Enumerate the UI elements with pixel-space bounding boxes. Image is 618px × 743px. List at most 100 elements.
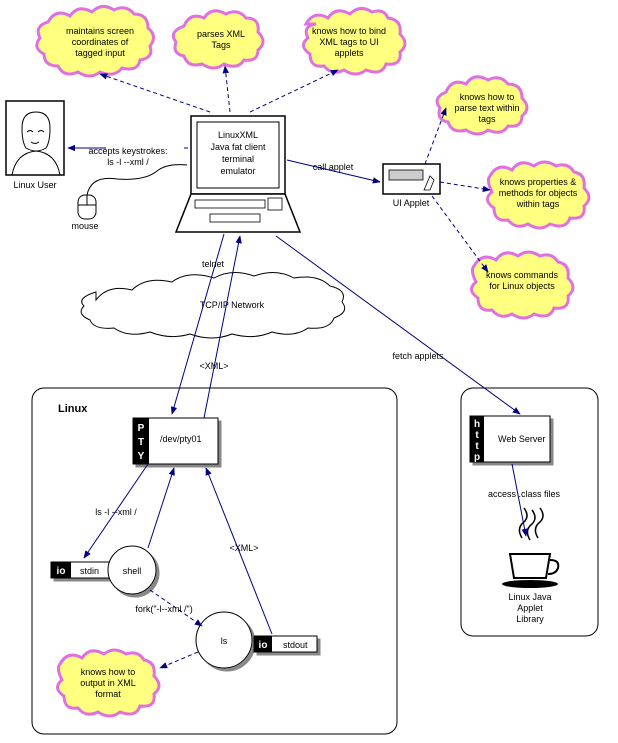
edge-label-keystrokes-1: accepts keystrokes: — [88, 146, 167, 156]
terminal-line-4: emulator — [220, 166, 255, 176]
http-tag-p: p — [474, 452, 480, 463]
connectors — [67, 65, 528, 669]
cloud-properties-line-2: methods for objects — [499, 188, 578, 198]
stdin-node — [50, 561, 111, 579]
cloud-parse-text: knows how to parse text within tags — [435, 75, 529, 136]
applet-label: UI Applet — [393, 198, 430, 208]
cloud-output-xml-line-1: knows how to — [81, 667, 136, 677]
linux-container — [31, 387, 398, 735]
cloud-commands-line-2: for Linux objects — [489, 281, 555, 291]
cloud-parses-xml-line-2: Tags — [211, 40, 231, 50]
cloud-output-xml: knows how to output in XML format — [56, 648, 161, 718]
cloud-parse-text-line-1: knows how to — [460, 92, 515, 102]
cloud-commands-line-1: knows commands — [486, 270, 559, 280]
edge-to-commands — [431, 195, 489, 273]
edge-pty-stdin — [83, 463, 149, 559]
cloud-commands: knows commands for Linux objects — [470, 250, 575, 320]
library-node: Linux Java Applet Library — [502, 507, 560, 624]
edge-label-telnet: telnet — [202, 259, 225, 269]
mouse: mouse — [71, 164, 188, 231]
edge-fork — [149, 589, 203, 627]
cloud-bind-xml-line-2: XML tags to UI — [319, 37, 378, 47]
edge-label-access-class: access .class files — [488, 489, 561, 499]
user-label: Linux User — [13, 180, 56, 190]
library-line-2: Applet — [517, 603, 543, 613]
edge-label-ls-cmd: ls -l --xml / — [95, 507, 137, 517]
stdout-node — [253, 635, 318, 653]
cloud-parse-text-line-3: tags — [478, 114, 496, 124]
edge-label-fork: fork("-l--xml /") — [135, 604, 192, 614]
edge-shell-pty — [147, 467, 175, 549]
cloud-properties: knows properties & methods for objects w… — [486, 160, 591, 230]
terminal-client: LinuxXML Java fat client terminal emulat… — [174, 115, 302, 233]
pty-tag-t: T — [138, 437, 144, 448]
coffee-cup-icon — [502, 507, 560, 588]
pty-tag — [133, 418, 149, 464]
terminal-line-1: LinuxXML — [218, 130, 258, 140]
edge-label-call-applet: call applet — [313, 162, 354, 172]
stdin-tag: io — [57, 566, 66, 577]
edge-label-xml-up: <XML> — [199, 361, 228, 371]
cloud-properties-line-3: within tags — [516, 199, 560, 209]
edge-ls-output — [159, 651, 199, 669]
ls-label: ls — [221, 636, 228, 646]
edge-call-applet — [286, 159, 381, 184]
network-label: TCP/IP Network — [200, 300, 265, 310]
linux-title: Linux — [58, 403, 88, 415]
pty-node — [132, 417, 219, 465]
user-icon — [5, 100, 65, 176]
web-server-node — [469, 415, 551, 463]
edge-label-xml-pty: <XML> — [229, 543, 258, 553]
library-line-1: Linux Java — [508, 592, 551, 602]
cloud-parse-text-line-2: parse text within — [454, 103, 519, 113]
stdout-label: stdout — [283, 640, 308, 650]
cloud-properties-line-1: knows properties & — [500, 177, 577, 187]
edge-to-parses-xml — [222, 65, 231, 113]
edge-fetch-applets — [275, 235, 521, 415]
web-server-label: Web Server — [498, 434, 545, 444]
edge-to-parse-text — [424, 107, 447, 165]
edge-stdout-pty — [205, 467, 273, 635]
network-cloud: TCP/IP Network — [80, 272, 346, 339]
library-line-3: Library — [516, 614, 544, 624]
edge-label-fetch-applets: fetch applets — [392, 351, 444, 361]
http-tag-t1: t — [475, 430, 479, 441]
terminal-screen — [190, 115, 286, 195]
ls-node — [195, 611, 253, 669]
cloud-screen-coords-line-3: tagged input — [75, 48, 125, 58]
cloud-output-xml-line-3: format — [95, 689, 121, 699]
cloud-parses-xml: parses XML Tags — [171, 9, 265, 70]
cloud-screen-coords: maintains screen coordinates of tagged i… — [35, 5, 155, 78]
terminal-line-2: Java fat client — [210, 142, 266, 152]
terminal-line-3: terminal — [222, 154, 254, 164]
ui-applet: UI Applet — [382, 163, 441, 208]
edge-label-keystrokes-2: ls -l --xml / — [107, 157, 149, 167]
http-tag-t2: t — [475, 441, 479, 452]
pty-tag-y: Y — [138, 451, 145, 462]
web-container — [460, 387, 599, 637]
edge-to-bind-xml — [249, 69, 339, 113]
pty-label: /dev/pty01 — [160, 434, 202, 444]
cloud-bind-xml-line-3: applets — [334, 48, 364, 58]
pty-tag-p: P — [138, 423, 145, 434]
edge-xml-up — [203, 235, 242, 419]
cloud-parses-xml-line-1: parses XML — [197, 29, 245, 39]
edge-to-screen-coords — [99, 73, 211, 113]
cloud-screen-coords-line-1: maintains screen — [66, 26, 134, 36]
edge-telnet — [170, 233, 225, 415]
stdout-tag: io — [259, 640, 268, 651]
terminal-keyboard — [174, 193, 302, 233]
cloud-bind-xml-line-1: knows how to bind — [312, 26, 386, 36]
cloud-screen-coords-line-2: coordinates of — [72, 37, 129, 47]
edge-access-class — [511, 463, 528, 537]
mouse-label: mouse — [71, 221, 98, 231]
stdin-label: stdin — [80, 566, 99, 576]
cloud-output-xml-line-2: output in XML — [80, 678, 136, 688]
cloud-bind-xml: knows how to bind XML tags to UI applets — [302, 7, 407, 76]
http-tag — [470, 416, 484, 462]
edge-to-properties — [439, 181, 491, 193]
linux-user: Linux User — [5, 100, 65, 190]
http-tag-h: h — [474, 419, 480, 430]
shell-node — [107, 545, 157, 595]
